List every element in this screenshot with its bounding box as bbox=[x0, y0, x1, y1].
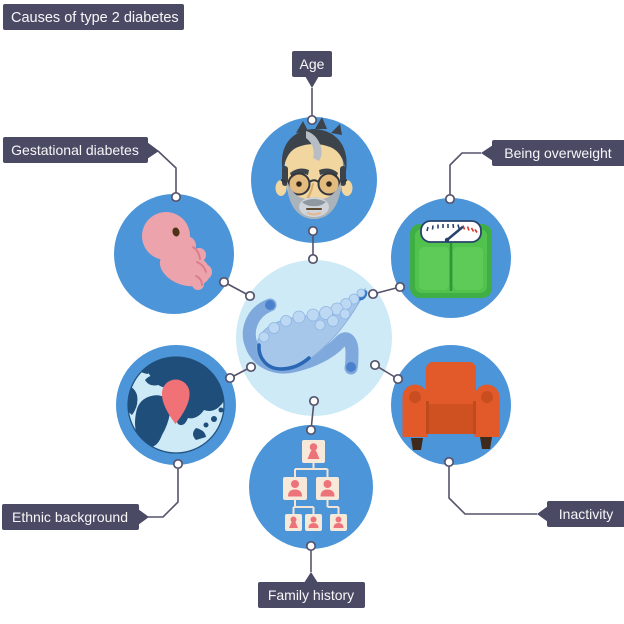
weighing-scale-icon bbox=[410, 220, 492, 298]
label-gestational-diabetes: Gestational diabetes bbox=[3, 137, 159, 163]
label-gestational-text: Gestational diabetes bbox=[11, 142, 139, 158]
cause-circle-inactivity bbox=[391, 345, 511, 465]
label-ethnic-background: Ethnic background bbox=[2, 504, 149, 530]
label-family-text: Family history bbox=[268, 587, 354, 603]
label-inactivity-text: Inactivity bbox=[559, 506, 613, 522]
cause-circle-age bbox=[251, 117, 377, 243]
connector-nodes bbox=[170, 114, 456, 552]
connector-overweight-label bbox=[449, 152, 481, 199]
label-inactivity: Inactivity bbox=[537, 501, 624, 527]
page-title-text: Causes of type 2 diabetes bbox=[11, 10, 179, 26]
page-title: Causes of type 2 diabetes bbox=[3, 4, 184, 30]
label-family-history: Family history bbox=[258, 572, 365, 608]
connector-ethnic-label bbox=[148, 464, 179, 518]
armchair-icon bbox=[402, 362, 500, 450]
cause-circle-family-history bbox=[249, 425, 373, 549]
label-overweight-text: Being overweight bbox=[504, 145, 612, 161]
fetus-icon bbox=[142, 212, 212, 290]
older-man-face-icon bbox=[275, 117, 353, 219]
label-age-text: Age bbox=[300, 56, 325, 72]
cause-circle-being-overweight bbox=[391, 198, 511, 318]
family-tree-icon bbox=[283, 440, 347, 531]
label-ethnic-text: Ethnic background bbox=[12, 509, 128, 525]
label-being-overweight: Being overweight bbox=[481, 140, 624, 166]
center-circle-pancreas bbox=[236, 260, 392, 416]
globe-location-pin-icon bbox=[127, 356, 225, 454]
connector-gestational-label bbox=[157, 150, 177, 197]
pancreas-icon bbox=[242, 287, 368, 375]
cause-circle-gestational-diabetes bbox=[114, 194, 234, 314]
cause-circle-ethnic-background bbox=[116, 345, 236, 465]
label-age: Age bbox=[292, 51, 332, 88]
connector-inactivity-label bbox=[448, 462, 537, 515]
